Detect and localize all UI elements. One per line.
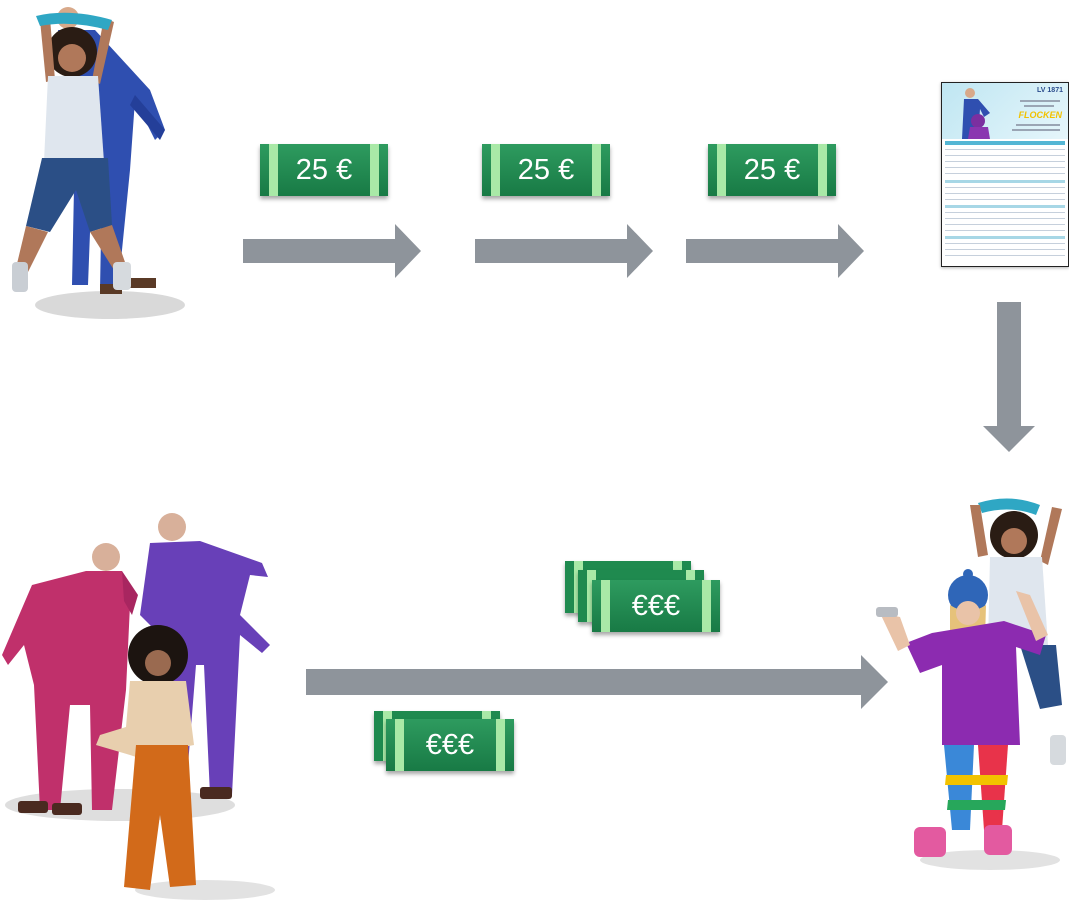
document-icon: LV 1871 FLOCKEN xyxy=(941,82,1069,267)
money-bill-icon: €€€ xyxy=(386,719,514,771)
money-bill-icon: 25 € xyxy=(260,144,388,196)
money-bill-icon: 25 € xyxy=(482,144,610,196)
money-bill-icon: 25 € xyxy=(708,144,836,196)
bill-amount: €€€ xyxy=(425,728,475,761)
children-illustration xyxy=(870,495,1069,875)
bill-amount: 25 € xyxy=(295,153,353,186)
document-highlight: FLOCKEN xyxy=(1018,110,1063,120)
money-bill-icon: €€€ xyxy=(592,580,720,632)
arrow-down-icon xyxy=(983,302,1035,452)
document-logo: LV 1871 xyxy=(1037,87,1063,94)
arrow-right-icon xyxy=(686,224,864,278)
bill-amount: 25 € xyxy=(743,153,801,186)
arrow-right-icon xyxy=(306,655,888,709)
document-header: LV 1871 FLOCKEN xyxy=(942,83,1068,139)
adults-group-illustration xyxy=(0,505,300,904)
bill-amount: €€€ xyxy=(631,589,681,622)
bill-amount: 25 € xyxy=(517,153,575,186)
arrow-right-icon xyxy=(243,224,421,278)
document-photo xyxy=(962,88,990,139)
arrow-right-icon xyxy=(475,224,653,278)
parent-with-child-illustration xyxy=(0,0,190,330)
